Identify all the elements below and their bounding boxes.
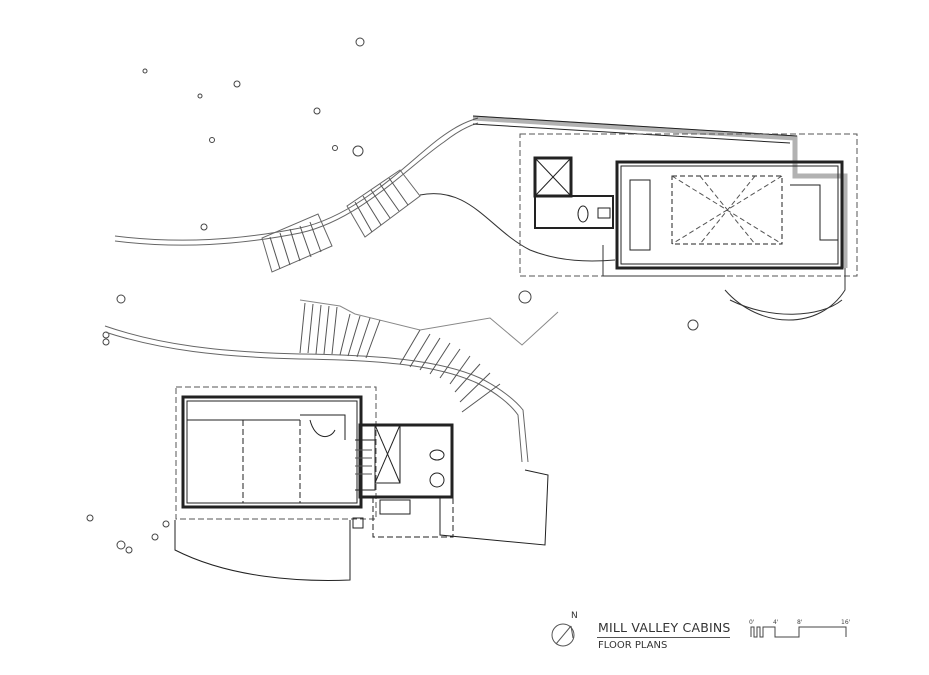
scale-label-16: 16' — [841, 619, 851, 626]
lower-walkway — [104, 299, 559, 463]
upper-walkway — [114, 117, 479, 273]
scale-label-0: 0' — [749, 619, 755, 626]
lower-cabin-plan — [174, 386, 549, 581]
sheet-title: FLOOR PLANS — [598, 640, 668, 651]
upper-grade-line — [419, 193, 616, 262]
north-label: N — [571, 611, 578, 621]
scale-label-4: 4' — [773, 619, 779, 626]
scale-label-8: 8' — [797, 619, 803, 626]
project-title: MILL VALLEY CABINS — [598, 620, 731, 635]
upper-cabin-plan — [472, 115, 858, 321]
title-divider — [597, 637, 730, 638]
scale-bar-icon — [750, 626, 847, 638]
trees — [86, 37, 699, 554]
north-arrow-icon — [551, 623, 575, 647]
